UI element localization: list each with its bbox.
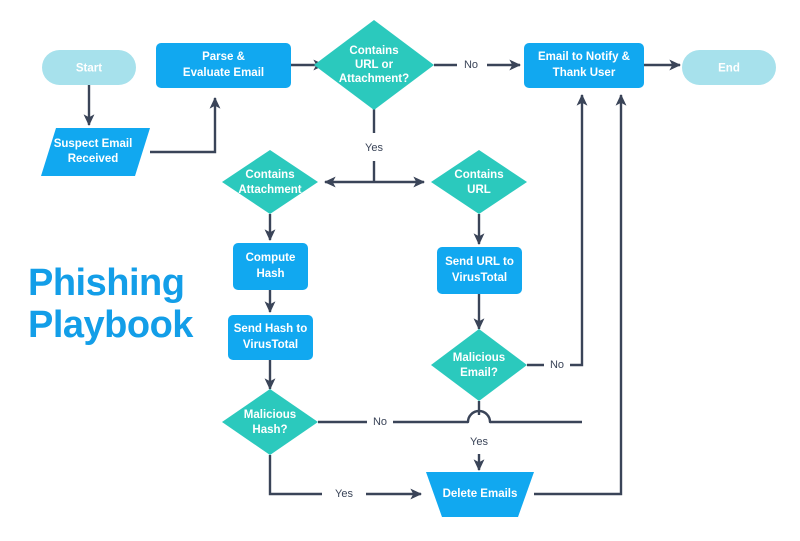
node-send-hash-to-virustotal[interactable]: Send Hash to VirusTotal: [228, 315, 313, 360]
contains-attachment-diamond-shape: [222, 150, 318, 214]
node-send-url-to-virustotal[interactable]: Send URL to VirusTotal: [437, 247, 522, 294]
edge-delete-emails-return: [534, 94, 627, 496]
edge-label-yes-malicious-email: Yes: [470, 436, 488, 448]
diagram-title: Phishing Playbook: [28, 262, 195, 346]
node-contains-url-or-attachment[interactable]: Contains URL or Attachment?: [314, 20, 434, 110]
title-line-1: Phishing: [28, 262, 184, 304]
node-malicious-hash[interactable]: Malicious Hash?: [222, 389, 318, 455]
email-notify-rect-shape: [524, 43, 644, 88]
edge-label-no-malicious-hash: No: [373, 416, 387, 428]
edge-label-no-top: No: [464, 59, 478, 71]
node-suspect-email-received[interactable]: Suspect Email Received: [41, 128, 150, 176]
edge-malicious-hash-yes-seg1: [268, 455, 322, 496]
edge-label-no-malicious-email: No: [550, 359, 564, 371]
node-start[interactable]: Start: [42, 50, 136, 85]
contains-url-diamond-shape: [431, 150, 527, 214]
malicious-email-diamond-shape: [431, 329, 527, 401]
node-compute-hash[interactable]: Compute Hash: [233, 243, 308, 290]
edges-layer: No Yes No Yes No: [83, 59, 681, 500]
parse-evaluate-rect-shape: [156, 43, 291, 88]
edge-label-yes-malicious-hash: Yes: [335, 488, 353, 500]
node-end[interactable]: End: [682, 50, 776, 85]
send-url-rect-shape: [437, 247, 522, 294]
node-delete-emails[interactable]: Delete Emails: [426, 472, 534, 517]
node-contains-attachment[interactable]: Contains Attachment: [222, 150, 318, 214]
suspect-email-parallelogram-shape: [41, 128, 150, 176]
title-line-2: Playbook: [28, 304, 194, 346]
node-parse-evaluate-email[interactable]: Parse & Evaluate Email: [156, 43, 291, 88]
edge-suspect-email-to-parse: [150, 97, 221, 154]
send-hash-rect-shape: [228, 315, 313, 360]
start-pill-shape: [42, 50, 136, 85]
node-email-to-notify[interactable]: Email to Notify & Thank User: [524, 43, 644, 88]
malicious-hash-diamond-shape: [222, 389, 318, 455]
delete-emails-trapezoid-shape: [426, 472, 534, 517]
edge-line-jump-hop: [466, 409, 492, 424]
edge-label-yes-split: Yes: [365, 142, 383, 154]
edge-malicious-email-no-return: [570, 94, 588, 367]
contains-url-or-attachment-diamond-shape: [314, 20, 434, 110]
node-malicious-email[interactable]: Malicious Email?: [431, 329, 527, 401]
node-contains-url[interactable]: Contains URL: [431, 150, 527, 214]
end-pill-shape: [682, 50, 776, 85]
compute-hash-rect-shape: [233, 243, 308, 290]
